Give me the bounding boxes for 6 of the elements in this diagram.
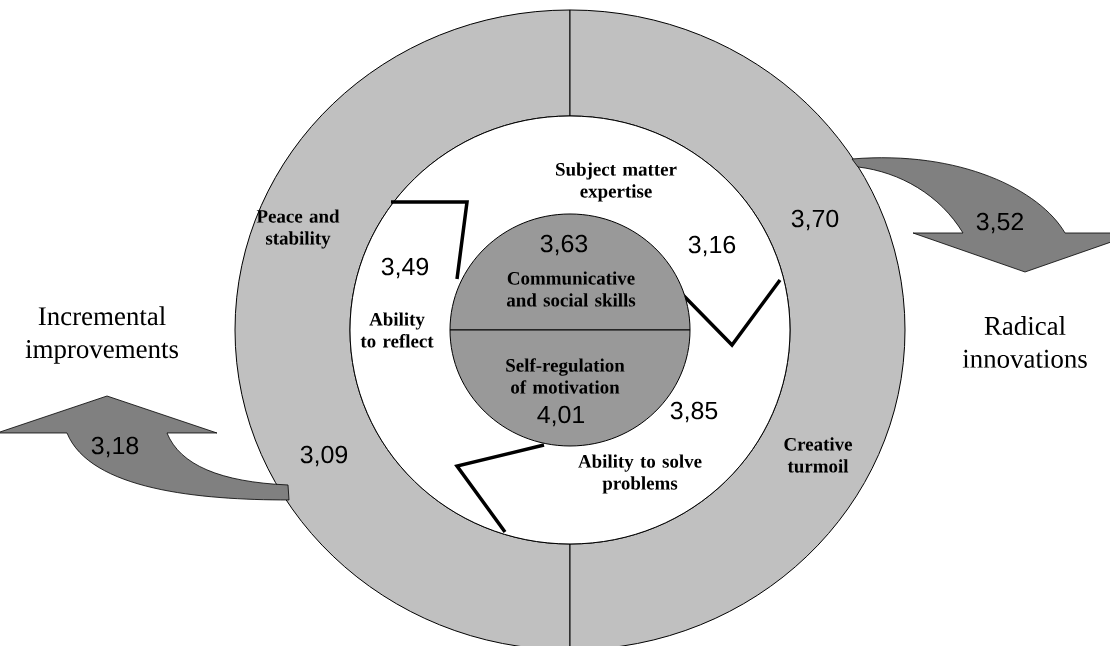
score-value: 3,49 — [381, 257, 429, 279]
sector-label: Ability to reflect — [360, 312, 434, 348]
score-value: 3,16 — [688, 235, 736, 257]
arrow-caption: Incremental improvements — [25, 306, 178, 364]
arrow-caption: Radical innovations — [962, 316, 1087, 368]
sector-label: Ability to solve problems — [578, 454, 702, 494]
